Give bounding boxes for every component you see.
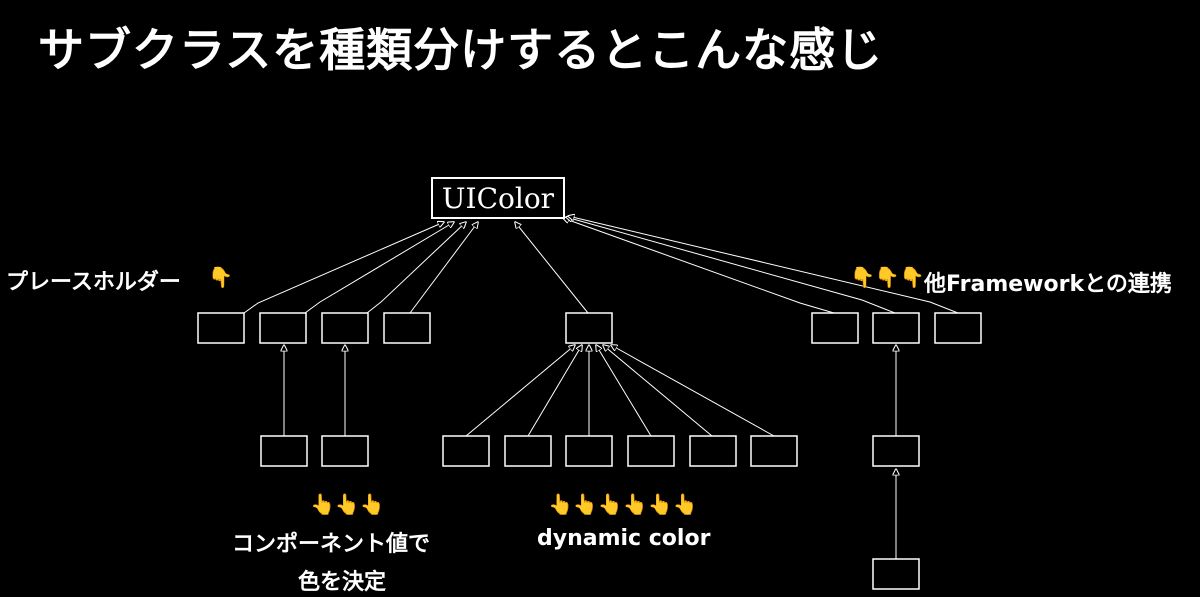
class-box-placeholder-2 (259, 312, 307, 344)
edge-p3 (366, 222, 466, 314)
edge-d4 (596, 345, 652, 437)
class-box-placeholder-1 (197, 312, 245, 344)
pointing-down-icon: 👇 (208, 267, 233, 289)
inheritance-edges (243, 216, 959, 559)
component-label-line1: コンポーネント値で (232, 532, 431, 557)
class-box-component-2 (321, 435, 369, 467)
class-box-dynamic-2 (504, 435, 552, 467)
class-box-dynamic-1 (442, 435, 490, 467)
class-box-placeholder-4 (383, 312, 431, 344)
class-box-component-1 (260, 435, 308, 467)
edge-d5 (603, 345, 713, 437)
class-box-dynamic-3 (565, 435, 613, 467)
edge-p4 (409, 222, 478, 314)
edge-d6 (611, 345, 775, 437)
slide-title: サブクラスを種類分けするとこんな感じ (38, 23, 884, 77)
placeholder-label: プレースホルダー (6, 270, 181, 295)
edge-dynamic (515, 222, 589, 314)
pointing-down-icons: 👇👇👇 (850, 267, 925, 289)
dynamic-color-label: dynamic color (537, 526, 711, 551)
edge-f2 (566, 217, 896, 314)
class-box-framework-1 (811, 312, 859, 344)
edge-p1 (243, 222, 444, 314)
class-box-dynamic-parent (565, 312, 613, 344)
pointing-up-icons-component: 👆👆👆 (310, 494, 385, 516)
class-box-framework-grandchild (872, 558, 920, 590)
class-box-dynamic-4 (627, 435, 675, 467)
framework-label: 他Frameworkとの連携 (924, 272, 1172, 297)
class-boxes (197, 312, 982, 590)
edge-f3 (568, 216, 959, 314)
edge-d1 (465, 345, 575, 437)
edge-d2 (527, 345, 582, 437)
class-box-dynamic-5 (689, 435, 737, 467)
class-box-framework-3 (934, 312, 982, 344)
class-box-framework-child (872, 435, 920, 467)
edge-f1 (563, 218, 835, 314)
class-box-dynamic-6 (750, 435, 798, 467)
uicolor-root-box: UIColor (431, 177, 565, 219)
class-box-framework-2 (872, 312, 920, 344)
class-box-placeholder-3 (321, 312, 369, 344)
edge-p2 (304, 222, 454, 314)
component-label-line2: 色を決定 (298, 570, 387, 595)
pointing-up-icons-dynamic: 👆👆👆👆👆👆 (548, 494, 698, 516)
